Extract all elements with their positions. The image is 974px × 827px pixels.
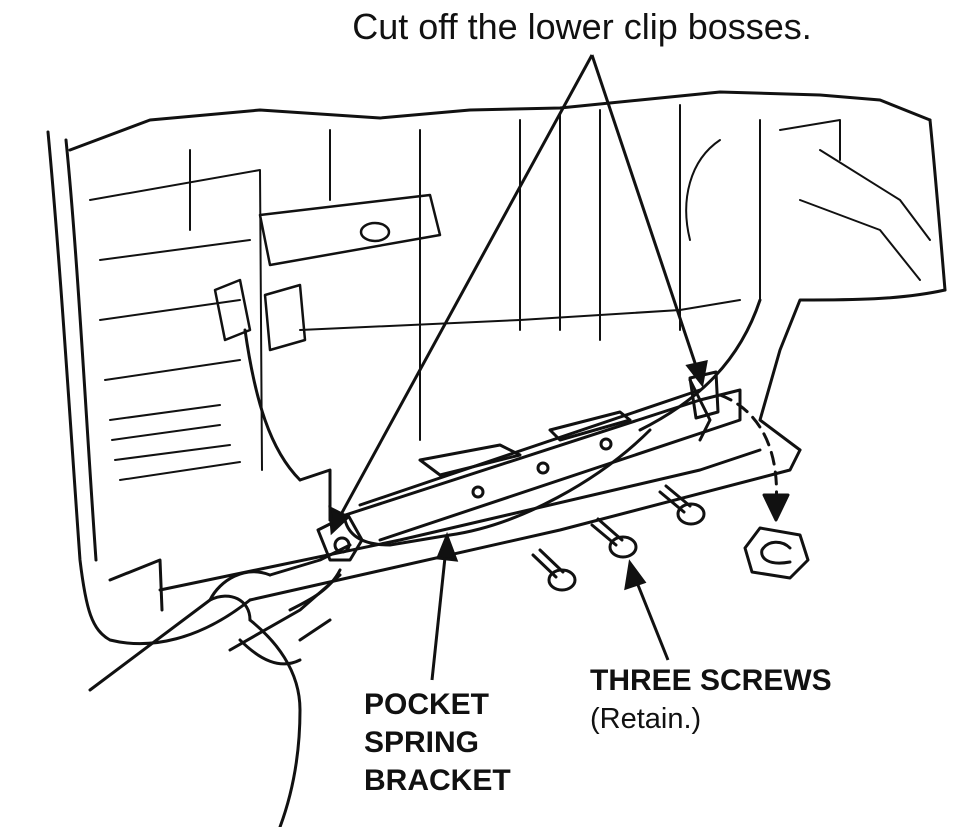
screw-2 [590, 517, 638, 559]
pocket-spring-bracket-label: POCKET SPRING BRACKET [364, 686, 511, 800]
screw-1 [531, 548, 577, 592]
pocket-spring-bracket [328, 378, 742, 547]
three-screws-note: (Retain.) [590, 703, 702, 735]
bracket-label-line-1: POCKET [364, 688, 490, 721]
title-arrow-left [336, 54, 594, 521]
hand-with-cutters [88, 543, 352, 827]
pocket-shell [243, 298, 762, 522]
upper-strap [213, 193, 442, 352]
c-clip [743, 526, 810, 580]
title-arrow-right [590, 54, 700, 373]
screws-arrow [632, 574, 670, 661]
three-screws-title: THREE SCREWS [590, 664, 832, 697]
bracket-label-line-2: SPRING [364, 726, 480, 759]
bracket-arrow [430, 547, 448, 681]
three-screws-label: THREE SCREWS (Retain.) [590, 662, 832, 738]
callout-title: Cut off the lower clip bosses. [352, 6, 812, 47]
removal-arrow [718, 393, 790, 522]
callout-arrows [328, 54, 708, 681]
bracket-label-line-3: BRACKET [364, 764, 511, 797]
seat-back-frame [46, 90, 947, 646]
clip-boss-right [688, 370, 720, 420]
screw-3 [658, 484, 706, 526]
panel-ribs [89, 104, 931, 481]
